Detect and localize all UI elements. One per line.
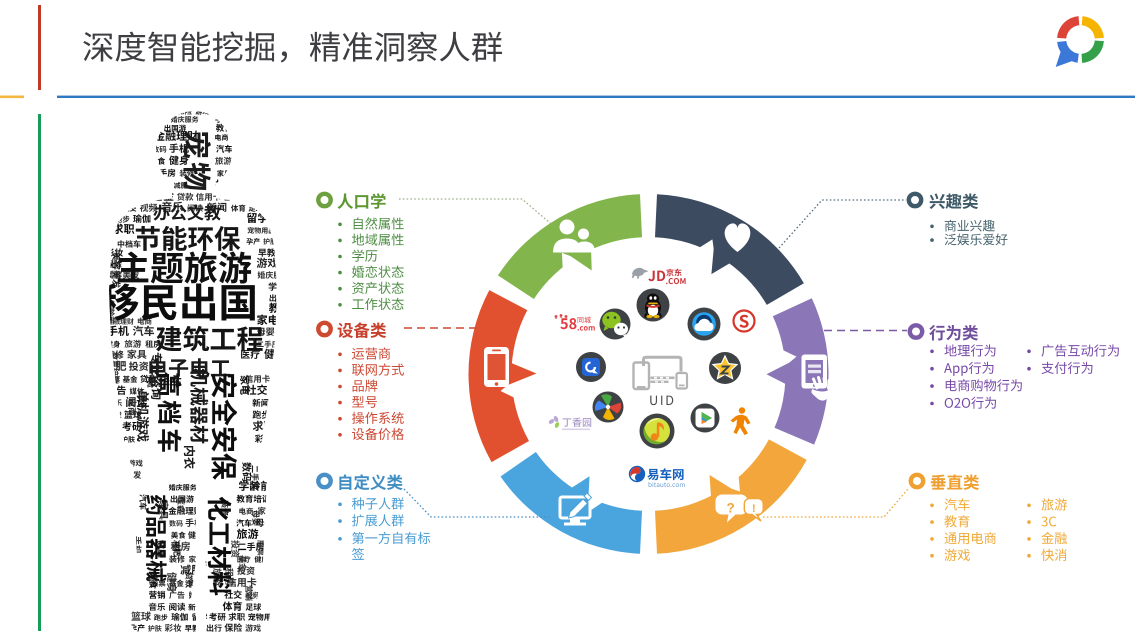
svg-text:!: ! — [752, 503, 756, 515]
svg-text:?: ? — [727, 501, 735, 516]
